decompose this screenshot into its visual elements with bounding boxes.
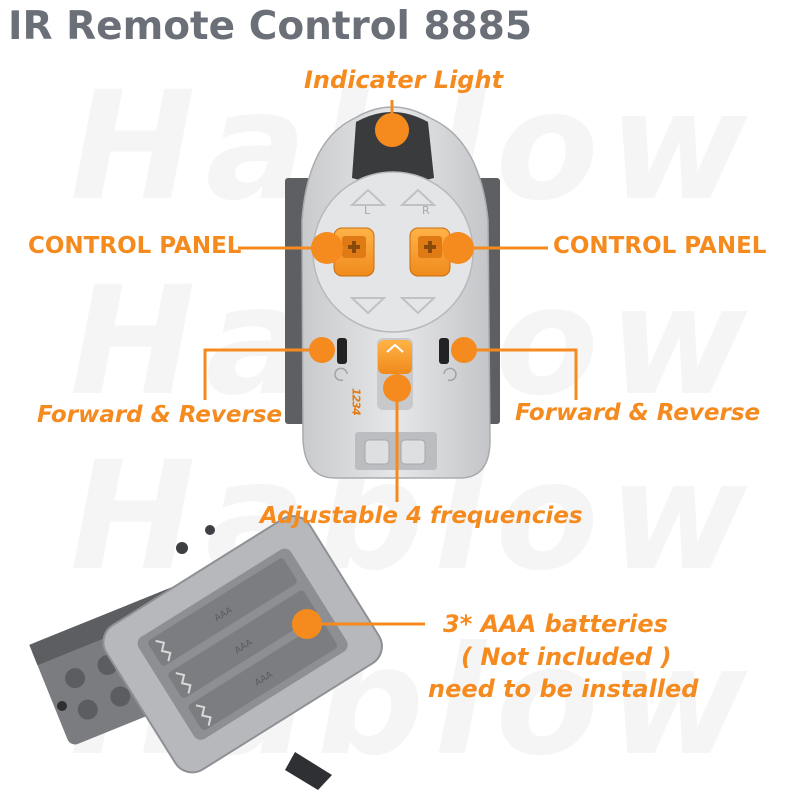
forward-left-leader-line <box>203 348 322 400</box>
stud <box>364 439 390 465</box>
indicator-window <box>352 112 434 184</box>
forward-reverse-left-label: Forward & Reverse <box>37 402 283 428</box>
battery-slot <box>188 622 338 731</box>
rotate-icon <box>334 367 348 382</box>
dial-arrow-down-right <box>399 297 437 315</box>
forward-reverse-right-label: Forward & Reverse <box>515 400 761 426</box>
battery-spring <box>175 672 192 694</box>
control-panel-left-label: CONTROL PANEL <box>28 233 242 259</box>
battery-spring <box>195 704 212 726</box>
frequency-slider[interactable] <box>378 340 412 374</box>
frequencies-label: Adjustable 4 frequencies <box>260 503 583 529</box>
stud <box>400 439 426 465</box>
battery-slot <box>168 590 317 698</box>
dial-arrow-down-left <box>349 297 387 315</box>
forward-right-leader-line <box>464 348 578 400</box>
stud-hole <box>65 668 86 689</box>
dial-letter-left: L <box>364 204 371 217</box>
control-stick-left[interactable] <box>333 227 375 277</box>
dial-arrow-up-right <box>399 188 437 206</box>
rotate-icon <box>443 367 457 382</box>
dial-letter-right: R <box>422 204 430 217</box>
dial-arrow-up-left <box>349 188 387 206</box>
battery-label-line2: ( Not included ) <box>461 643 672 671</box>
frequency-arrow-icon <box>386 343 404 353</box>
control-stick-right[interactable] <box>409 227 451 277</box>
battery-spring <box>155 639 172 662</box>
stud-hole <box>110 686 131 707</box>
battery-label-line1: 3* AAA batteries <box>443 610 668 638</box>
screw-icon <box>57 701 67 711</box>
indicator-light-label: Indicater Light <box>304 66 504 94</box>
battery-label-line3: need to be installed <box>428 675 699 703</box>
remote-end-cap <box>285 752 332 790</box>
technic-pin-hole <box>176 542 188 554</box>
direction-switch-left[interactable] <box>337 338 347 364</box>
direction-switch-right[interactable] <box>439 338 449 364</box>
stud-hole <box>77 699 98 720</box>
channel-numbers: 1234 <box>350 388 363 415</box>
page-title: IR Remote Control 8885 <box>8 4 533 49</box>
technic-pin-hole <box>205 525 215 535</box>
control-panel-right-label: CONTROL PANEL <box>553 233 767 259</box>
battery-slot <box>148 558 297 666</box>
